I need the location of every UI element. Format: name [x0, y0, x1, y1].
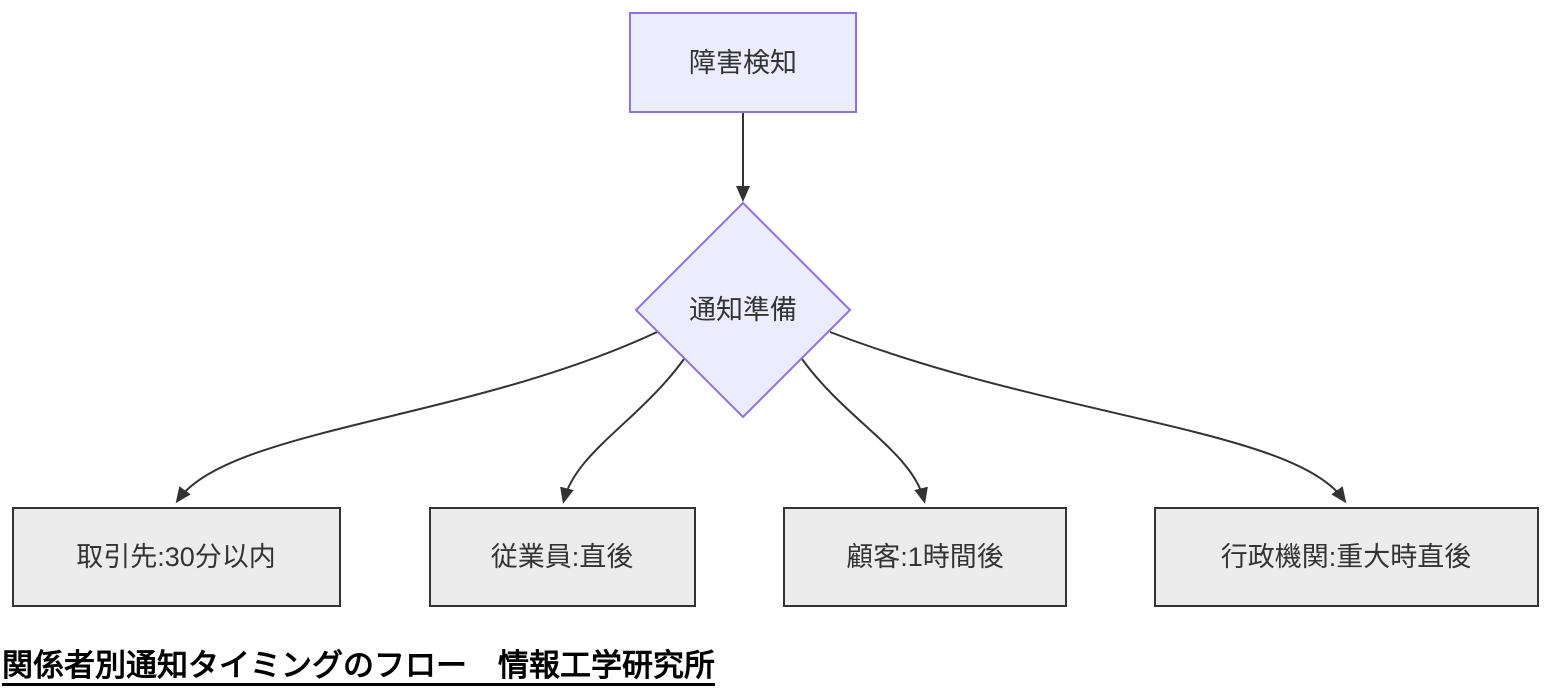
notify-prepare-diamond [634, 201, 852, 419]
government-box [1154, 507, 1539, 607]
partner-box [12, 507, 341, 607]
edge-decision-to-government [829, 331, 1347, 504]
employee-label: 従業員:直後 [491, 542, 634, 572]
government-label: 行政機関:重大時直後 [1221, 542, 1472, 572]
node-notify-prepare: 通知準備 [634, 201, 852, 419]
node-government: 行政機関:重大時直後 [1154, 507, 1539, 607]
node-customer: 顧客:1時間後 [783, 507, 1067, 607]
employee-box [429, 507, 696, 607]
fault-detection-box [629, 12, 857, 113]
diagram-caption: 関係者別通知タイミングのフロー 情報工学研究所 [2, 648, 715, 683]
edge-decision-to-customer [801, 358, 928, 504]
fault-detection-label: 障害検知 [689, 48, 797, 78]
customer-box [783, 507, 1067, 607]
node-fault-detection: 障害検知 [629, 12, 857, 113]
partner-label: 取引先:30分以内 [76, 542, 276, 572]
edge-decision-to-employee [560, 358, 685, 504]
edge-decision-to-partner [175, 331, 658, 504]
notify-prepare-label: 通知準備 [689, 295, 797, 325]
node-partner: 取引先:30分以内 [12, 507, 341, 607]
node-employee: 従業員:直後 [429, 507, 696, 607]
customer-label: 顧客:1時間後 [846, 542, 1004, 572]
edge-layer [175, 112, 1347, 504]
